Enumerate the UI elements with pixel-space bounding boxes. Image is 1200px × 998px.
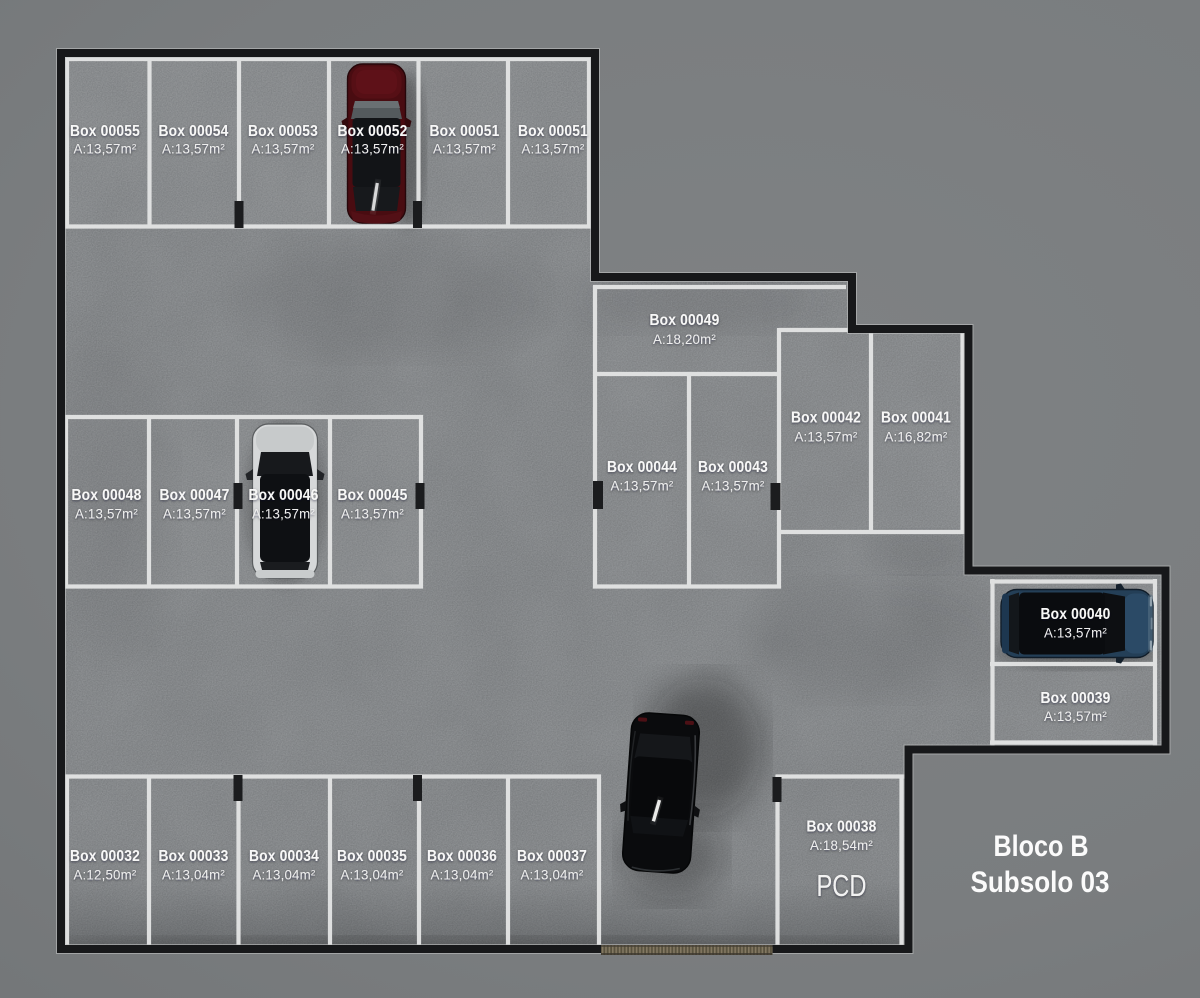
svg-text:A:13,57m²: A:13,57m² xyxy=(1044,709,1107,724)
svg-text:Box 00046: Box 00046 xyxy=(249,487,319,504)
svg-text:A:18,20m²: A:18,20m² xyxy=(653,332,716,347)
svg-text:Box 00040: Box 00040 xyxy=(1041,606,1111,623)
svg-text:A:16,82m²: A:16,82m² xyxy=(885,430,948,445)
svg-text:Box 00053: Box 00053 xyxy=(248,123,318,140)
svg-text:Box 00037: Box 00037 xyxy=(517,848,587,865)
svg-text:A:13,57m²: A:13,57m² xyxy=(611,479,674,494)
svg-text:Box 00043: Box 00043 xyxy=(698,459,768,476)
svg-text:A:13,57m²: A:13,57m² xyxy=(1044,626,1107,641)
svg-text:A:13,57m²: A:13,57m² xyxy=(341,507,404,522)
svg-text:A:13,57m²: A:13,57m² xyxy=(433,142,496,157)
svg-text:A:13,57m²: A:13,57m² xyxy=(163,507,226,522)
svg-text:Box 00041: Box 00041 xyxy=(881,410,951,427)
svg-text:A:13,57m²: A:13,57m² xyxy=(75,507,138,522)
svg-text:Box 00051: Box 00051 xyxy=(518,123,588,140)
svg-text:A:13,57m²: A:13,57m² xyxy=(702,479,765,494)
svg-text:Subsolo 03: Subsolo 03 xyxy=(971,866,1110,899)
svg-text:Box 00034: Box 00034 xyxy=(249,848,319,865)
svg-text:Bloco B: Bloco B xyxy=(994,830,1089,863)
svg-text:Box 00045: Box 00045 xyxy=(338,487,408,504)
svg-text:A:13,04m²: A:13,04m² xyxy=(431,868,494,883)
svg-text:A:13,57m²: A:13,57m² xyxy=(252,507,315,522)
svg-text:A:13,57m²: A:13,57m² xyxy=(74,142,137,157)
svg-text:Box 00051: Box 00051 xyxy=(430,123,500,140)
svg-text:Box 00044: Box 00044 xyxy=(607,459,677,476)
svg-text:Box 00047: Box 00047 xyxy=(160,487,230,504)
svg-text:A:13,57m²: A:13,57m² xyxy=(341,142,404,157)
svg-text:A:13,57m²: A:13,57m² xyxy=(252,142,315,157)
svg-text:Box 00049: Box 00049 xyxy=(650,312,720,329)
svg-text:Box 00052: Box 00052 xyxy=(338,123,408,140)
svg-text:Box 00032: Box 00032 xyxy=(70,848,140,865)
svg-text:Box 00048: Box 00048 xyxy=(72,487,142,504)
svg-text:A:18,54m²: A:18,54m² xyxy=(810,838,873,853)
svg-text:A:13,04m²: A:13,04m² xyxy=(162,868,225,883)
svg-text:Box 00036: Box 00036 xyxy=(427,848,497,865)
svg-text:A:12,50m²: A:12,50m² xyxy=(74,868,137,883)
svg-text:A:13,04m²: A:13,04m² xyxy=(521,868,584,883)
svg-text:A:13,04m²: A:13,04m² xyxy=(341,868,404,883)
svg-text:A:13,57m²: A:13,57m² xyxy=(795,430,858,445)
svg-text:A:13,04m²: A:13,04m² xyxy=(253,868,316,883)
svg-text:Box 00042: Box 00042 xyxy=(791,410,861,427)
svg-text:Box 00038: Box 00038 xyxy=(807,819,877,836)
svg-text:A:13,57m²: A:13,57m² xyxy=(522,142,585,157)
svg-text:PCD: PCD xyxy=(817,868,867,903)
svg-text:A:13,57m²: A:13,57m² xyxy=(162,142,225,157)
svg-text:Box 00035: Box 00035 xyxy=(337,848,407,865)
svg-text:Box 00055: Box 00055 xyxy=(70,123,140,140)
svg-text:Box 00054: Box 00054 xyxy=(159,123,229,140)
svg-text:Box 00033: Box 00033 xyxy=(159,848,229,865)
svg-text:Box 00039: Box 00039 xyxy=(1041,690,1111,707)
